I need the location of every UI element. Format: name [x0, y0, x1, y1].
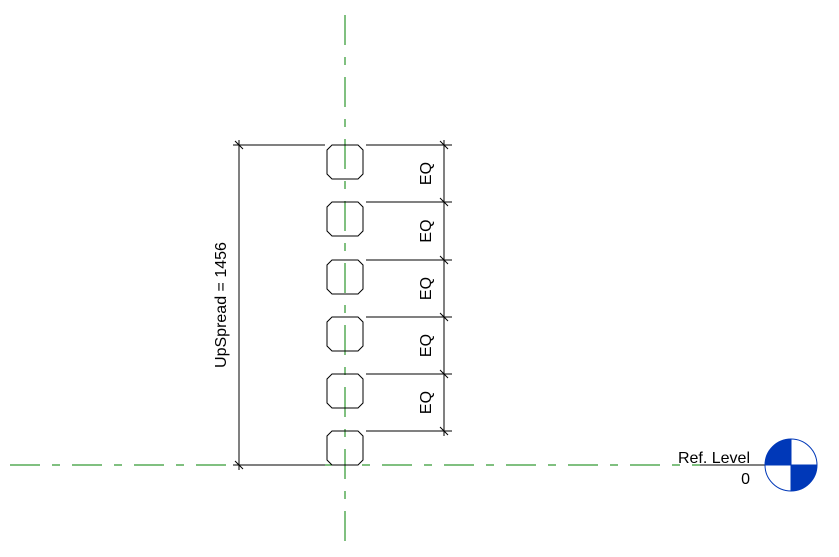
upspread-dimension[interactable]: [233, 140, 325, 470]
stack-element[interactable]: [326, 430, 364, 466]
eq-label[interactable]: EQ: [418, 334, 435, 357]
level-elevation[interactable]: 0: [741, 471, 750, 488]
level-head-symbol-icon[interactable]: [764, 438, 818, 492]
element-stack: [326, 144, 364, 466]
eq-label[interactable]: EQ: [418, 277, 435, 300]
level-name[interactable]: Ref. Level: [678, 450, 750, 467]
eq-label[interactable]: EQ: [418, 162, 435, 185]
stack-element[interactable]: [326, 259, 364, 295]
stack-element[interactable]: [326, 316, 364, 352]
upspread-dimension-label[interactable]: UpSpread = 1456: [213, 242, 230, 368]
stack-element[interactable]: [326, 144, 364, 180]
eq-label[interactable]: EQ: [418, 219, 435, 242]
eq-dimension-chain[interactable]: [366, 140, 452, 436]
stack-element[interactable]: [326, 201, 364, 237]
eq-label[interactable]: EQ: [418, 391, 435, 414]
stack-element[interactable]: [326, 373, 364, 409]
